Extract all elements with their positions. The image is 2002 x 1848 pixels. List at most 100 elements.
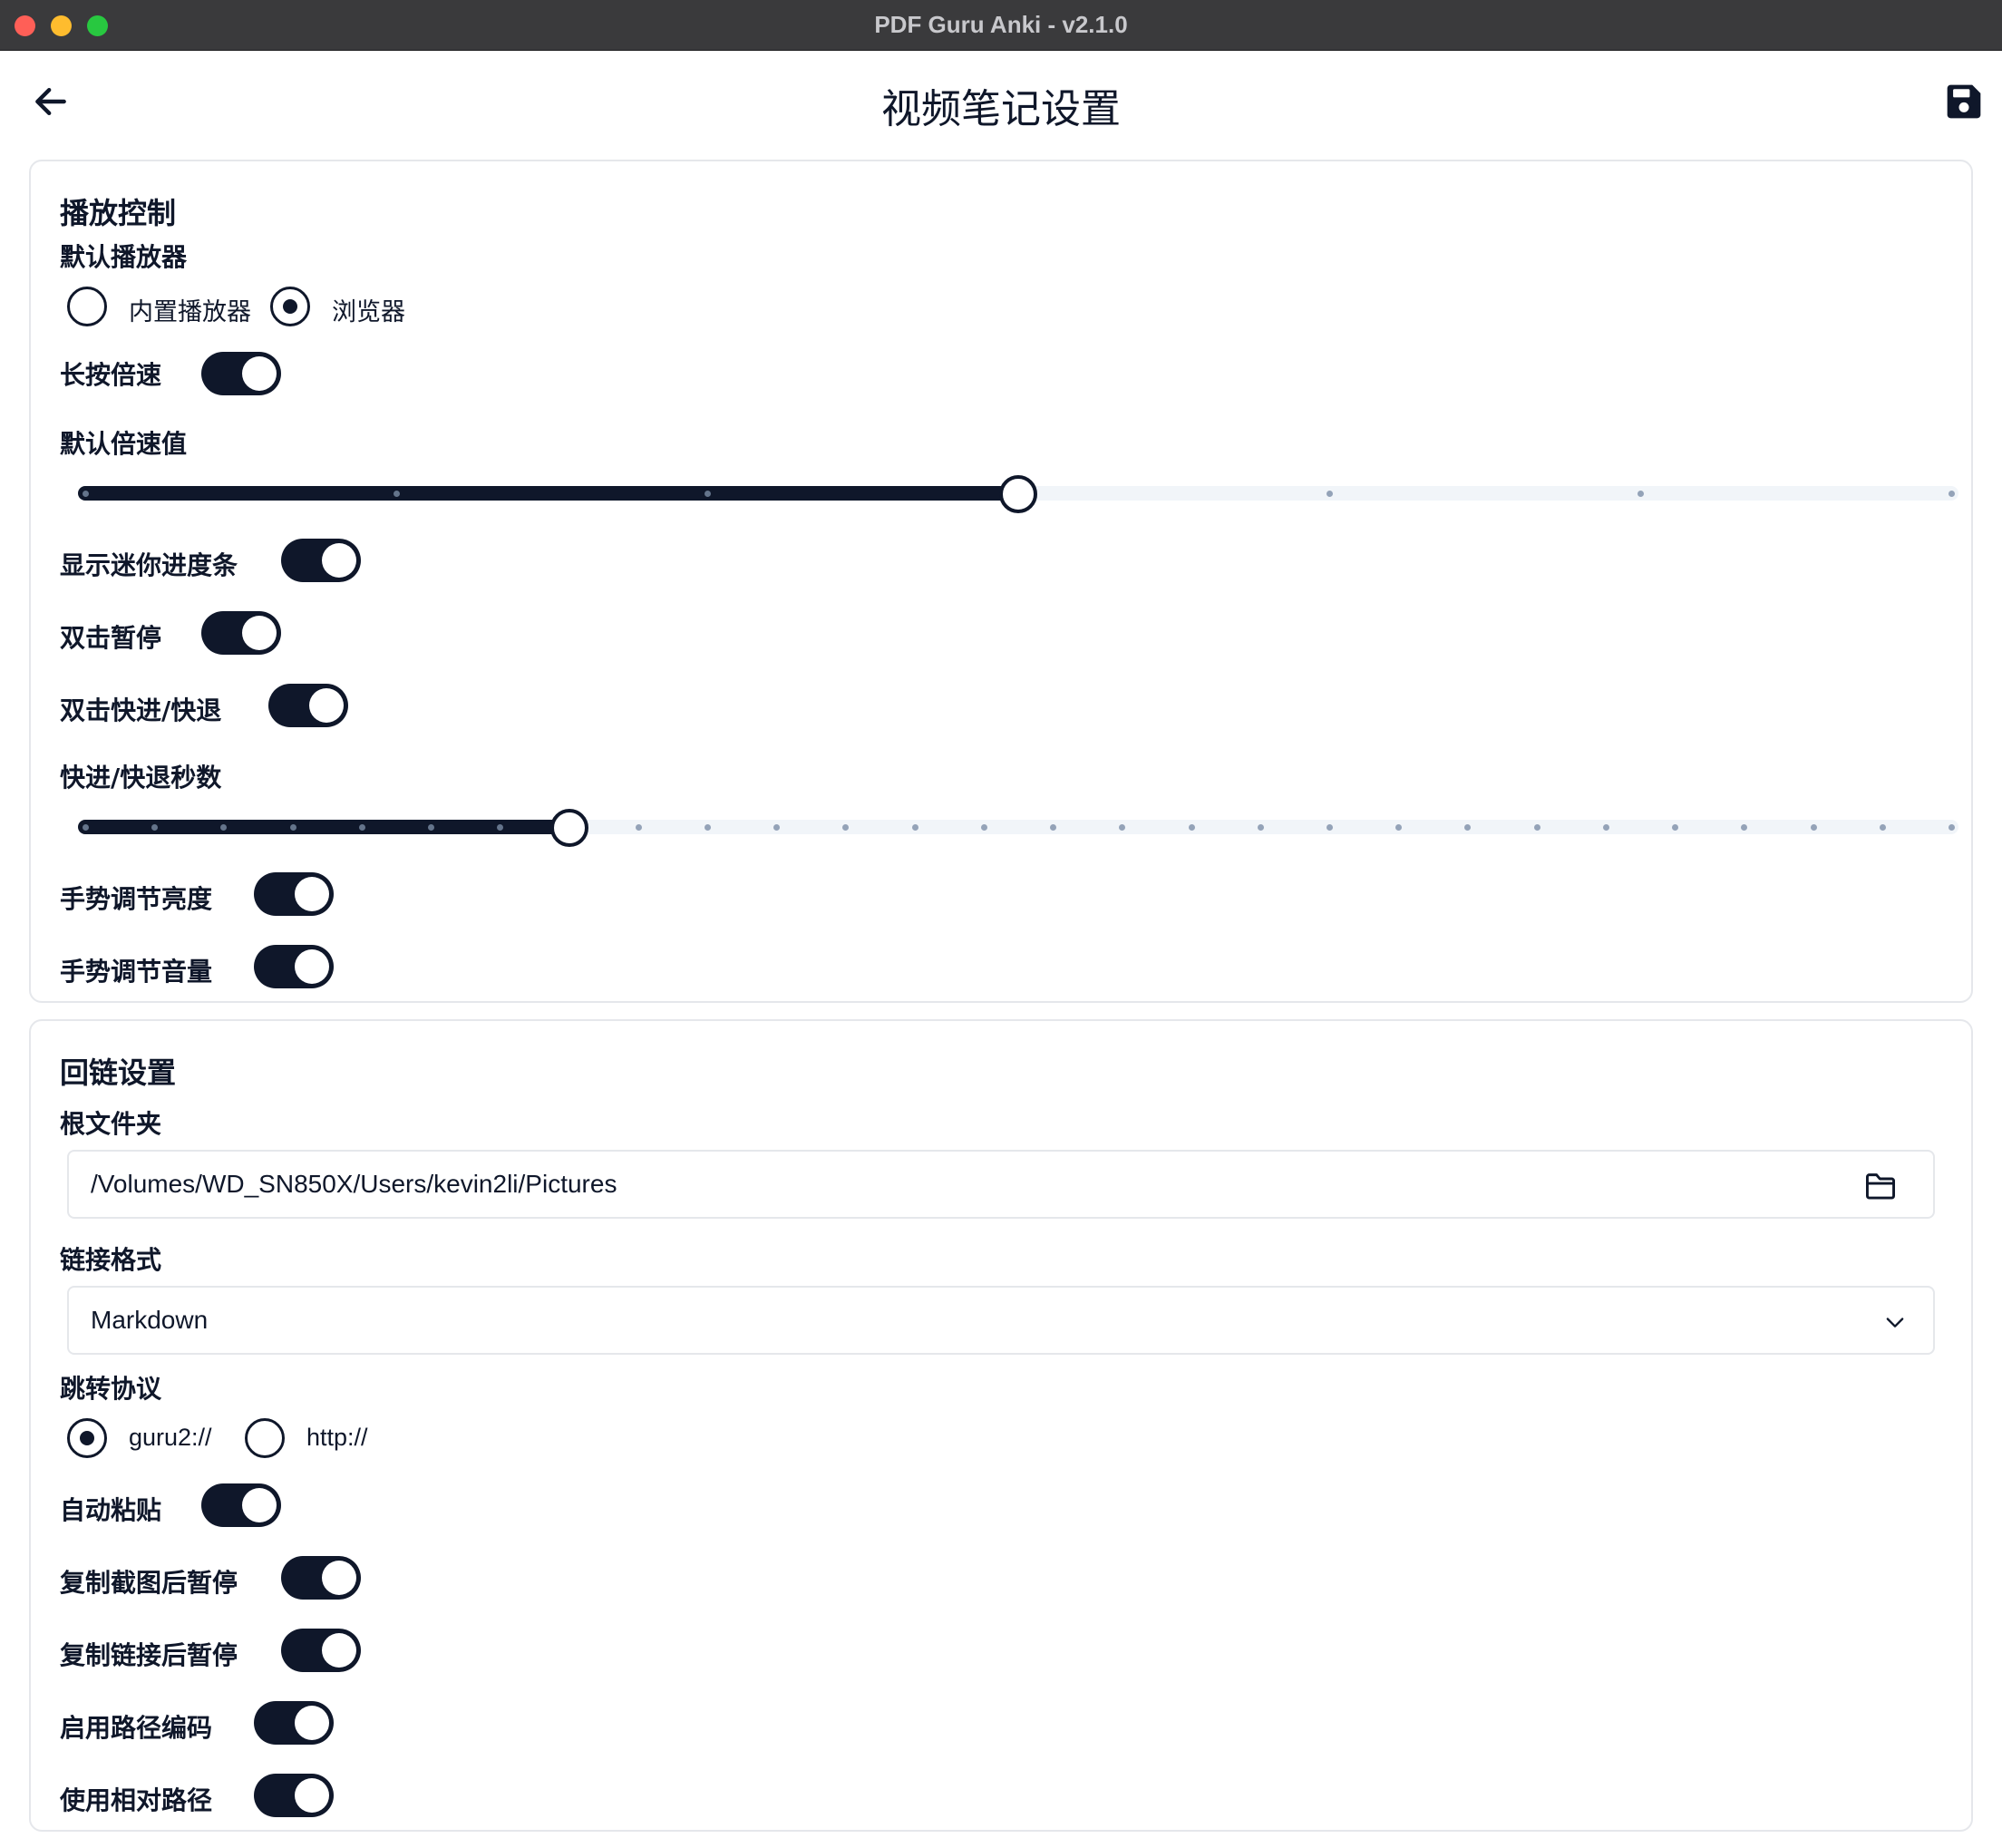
double-click-pause-toggle[interactable] [201, 611, 281, 655]
close-window-button[interactable] [15, 15, 35, 36]
slider-tick [705, 824, 711, 831]
path-encoding-toggle[interactable] [254, 1701, 334, 1745]
slider-thumb[interactable] [549, 809, 588, 847]
relative-path-label: 使用相对路径 [60, 1785, 213, 1815]
slider-tick [1533, 824, 1540, 831]
slider-fill [78, 820, 573, 834]
minimize-window-button[interactable] [51, 15, 72, 36]
slider-tick [1949, 824, 1955, 831]
chevron-down-icon [1886, 1318, 1904, 1328]
pause-after-screenshot-label: 复制截图后暂停 [60, 1568, 238, 1598]
seek-seconds-slider[interactable] [78, 809, 1958, 847]
path-encoding-label: 启用路径编码 [60, 1713, 213, 1743]
link-format-value: Markdown [91, 1306, 209, 1334]
slider-tick [1638, 491, 1644, 497]
arrow-left-icon [35, 87, 66, 116]
default-player-label: 默认播放器 [60, 242, 188, 272]
radio-guru2-protocol[interactable] [67, 1418, 107, 1458]
slider-tick [394, 491, 400, 497]
gesture-volume-toggle[interactable] [254, 945, 334, 988]
long-press-speed-label: 长按倍速 [60, 360, 162, 390]
toggle-knob [242, 356, 277, 391]
maximize-window-button[interactable] [87, 15, 108, 36]
long-press-speed-toggle[interactable] [201, 352, 281, 395]
folder-icon[interactable] [1864, 1172, 1897, 1201]
slider-tick [1327, 491, 1333, 497]
gesture-brightness-toggle[interactable] [254, 872, 334, 916]
slider-tick [1741, 824, 1748, 831]
radio-http-protocol[interactable] [245, 1418, 285, 1458]
radio-http-protocol-label: http:// [306, 1424, 368, 1451]
slider-tick [1050, 824, 1057, 831]
toggle-knob [309, 688, 344, 723]
gesture-volume-label: 手势调节音量 [60, 957, 213, 987]
slider-tick [1464, 824, 1472, 831]
seek-seconds-label: 快进/快退秒数 [60, 763, 222, 793]
toggle-knob [322, 543, 356, 578]
radio-builtin-player[interactable] [67, 287, 107, 326]
link-format-label: 链接格式 [60, 1245, 162, 1275]
slider-thumb[interactable] [999, 475, 1037, 513]
window-title: PDF Guru Anki - v2.1.0 [874, 11, 1128, 38]
slider-tick [83, 491, 89, 497]
toggle-knob [295, 877, 329, 911]
double-click-seek-toggle[interactable] [268, 684, 348, 727]
slider-tick [1395, 824, 1403, 831]
auto-paste-toggle[interactable] [201, 1483, 281, 1527]
slider-tick [1879, 824, 1886, 831]
root-folder-label: 根文件夹 [60, 1109, 162, 1139]
root-folder-input[interactable]: /Volumes/WD_SN850X/Users/kevin2li/Pictur… [67, 1150, 1935, 1219]
slider-tick [1602, 824, 1609, 831]
slider-tick [83, 824, 89, 831]
slider-tick [1188, 824, 1195, 831]
pause-after-screenshot-toggle[interactable] [281, 1556, 361, 1600]
double-click-seek-label: 双击快进/快退 [60, 695, 222, 725]
slider-tick [911, 824, 918, 831]
relative-path-toggle[interactable] [254, 1774, 334, 1817]
section-title-backlink: 回链设置 [60, 1055, 177, 1090]
toggle-knob [322, 1561, 356, 1595]
page-title: 视频笔记设置 [881, 86, 1121, 132]
protocol-label: 跳转协议 [60, 1374, 162, 1404]
radio-builtin-player-label: 内置播放器 [129, 298, 251, 326]
slider-tick [1672, 824, 1679, 831]
slider-tick [1949, 491, 1955, 497]
double-click-pause-label: 双击暂停 [60, 623, 162, 653]
default-speed-slider[interactable] [78, 475, 1958, 513]
radio-browser[interactable] [270, 287, 310, 326]
slider-tick [1327, 824, 1333, 831]
playback-settings-card: 播放控制 默认播放器 内置播放器 浏览器 长按倍速 默认倍速值 显示迷你进度条 … [29, 160, 1973, 1003]
backlink-settings-card: 回链设置 根文件夹 /Volumes/WD_SN850X/Users/kevin… [29, 1019, 1973, 1832]
slider-tick [1257, 824, 1264, 831]
save-button[interactable] [1944, 82, 1984, 122]
section-title-playback: 播放控制 [60, 196, 177, 230]
slider-tick [358, 824, 365, 831]
slider-tick [773, 824, 781, 831]
toggle-knob [295, 1778, 329, 1813]
gesture-brightness-label: 手势调节亮度 [60, 884, 213, 914]
slider-tick [220, 824, 228, 831]
auto-paste-label: 自动粘贴 [60, 1495, 162, 1525]
link-format-select[interactable]: Markdown [67, 1286, 1935, 1355]
slider-tick [497, 824, 504, 831]
root-folder-value: /Volumes/WD_SN850X/Users/kevin2li/Pictur… [91, 1170, 617, 1198]
default-speed-label: 默认倍速值 [60, 429, 188, 459]
mini-progress-toggle[interactable] [281, 539, 361, 582]
toggle-knob [242, 616, 277, 650]
slider-tick [635, 824, 642, 831]
toggle-knob [322, 1633, 356, 1668]
radio-guru2-protocol-label: guru2:// [129, 1424, 212, 1451]
slider-tick [1810, 824, 1817, 831]
slider-tick [1119, 824, 1126, 831]
slider-fill [78, 486, 1022, 501]
pause-after-link-toggle[interactable] [281, 1629, 361, 1672]
slider-tick [289, 824, 296, 831]
radio-browser-label: 浏览器 [332, 298, 405, 326]
floppy-disk-icon [1947, 84, 1981, 119]
page-header: 视频笔记设置 [0, 51, 2002, 160]
toggle-knob [295, 949, 329, 984]
slider-tick [980, 824, 987, 831]
slider-tick [842, 824, 850, 831]
back-button[interactable] [31, 82, 71, 122]
slider-tick [705, 491, 711, 497]
